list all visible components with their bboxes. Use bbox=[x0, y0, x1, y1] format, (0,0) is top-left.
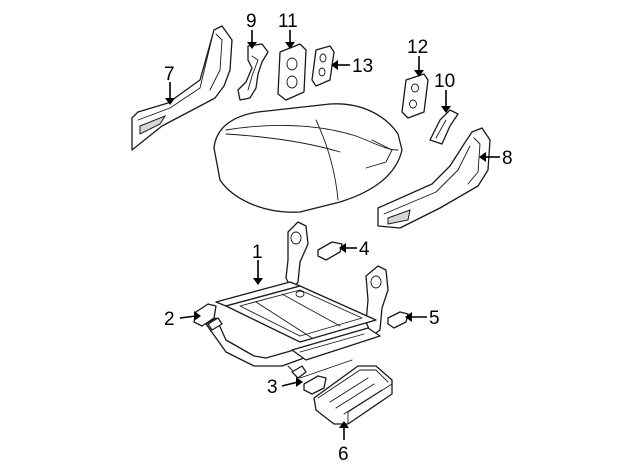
leader-arrowheads bbox=[165, 42, 486, 428]
callout-11: 11 bbox=[278, 11, 298, 32]
arrow-5 bbox=[405, 312, 412, 322]
callout-8: 8 bbox=[502, 148, 513, 169]
callout-6: 6 bbox=[338, 444, 349, 465]
arrow-7 bbox=[165, 98, 175, 105]
callout-labels: 1 2 3 4 5 6 7 8 9 10 11 12 13 bbox=[164, 11, 513, 465]
arrow-1 bbox=[253, 278, 263, 285]
callout-5: 5 bbox=[429, 308, 440, 329]
part-8-side-shield-right bbox=[377, 127, 491, 229]
callout-4: 4 bbox=[359, 239, 370, 260]
arrow-6 bbox=[339, 421, 349, 428]
callout-10: 10 bbox=[434, 71, 455, 92]
leader-lines bbox=[169, 30, 500, 440]
arrow-3 bbox=[296, 377, 303, 387]
part-4-clip bbox=[317, 241, 343, 261]
part-3-clip bbox=[291, 365, 327, 395]
leader-3 bbox=[281, 381, 299, 387]
part-7-side-shield-left bbox=[131, 25, 233, 151]
part-12-small-plate bbox=[401, 73, 429, 119]
part-10-curved-bracket bbox=[429, 109, 459, 145]
arrow-4 bbox=[339, 243, 346, 253]
part-2-clip bbox=[193, 303, 223, 331]
callout-7: 7 bbox=[164, 64, 175, 85]
part-9-bracket bbox=[237, 43, 269, 101]
callout-13: 13 bbox=[352, 56, 373, 77]
arrow-12 bbox=[414, 70, 424, 77]
arrow-11 bbox=[285, 42, 295, 49]
callout-1: 1 bbox=[252, 242, 263, 263]
callout-2: 2 bbox=[164, 309, 175, 330]
part-6-storage-tray bbox=[313, 365, 393, 425]
part-5-clip bbox=[387, 311, 409, 329]
callout-12: 12 bbox=[407, 37, 428, 58]
arrow-9 bbox=[247, 42, 257, 49]
arrow-13 bbox=[331, 60, 338, 70]
seat-cushion bbox=[213, 103, 403, 213]
part-13-clip-plate bbox=[311, 45, 335, 87]
arrow-2 bbox=[194, 311, 201, 321]
arrow-8 bbox=[479, 152, 486, 162]
arrow-10 bbox=[441, 106, 451, 113]
part-11-hinge-plate bbox=[277, 43, 307, 101]
callout-3: 3 bbox=[267, 377, 278, 398]
leader-2 bbox=[179, 315, 197, 319]
callout-9: 9 bbox=[246, 11, 257, 32]
part-1-seat-frame bbox=[205, 221, 389, 379]
